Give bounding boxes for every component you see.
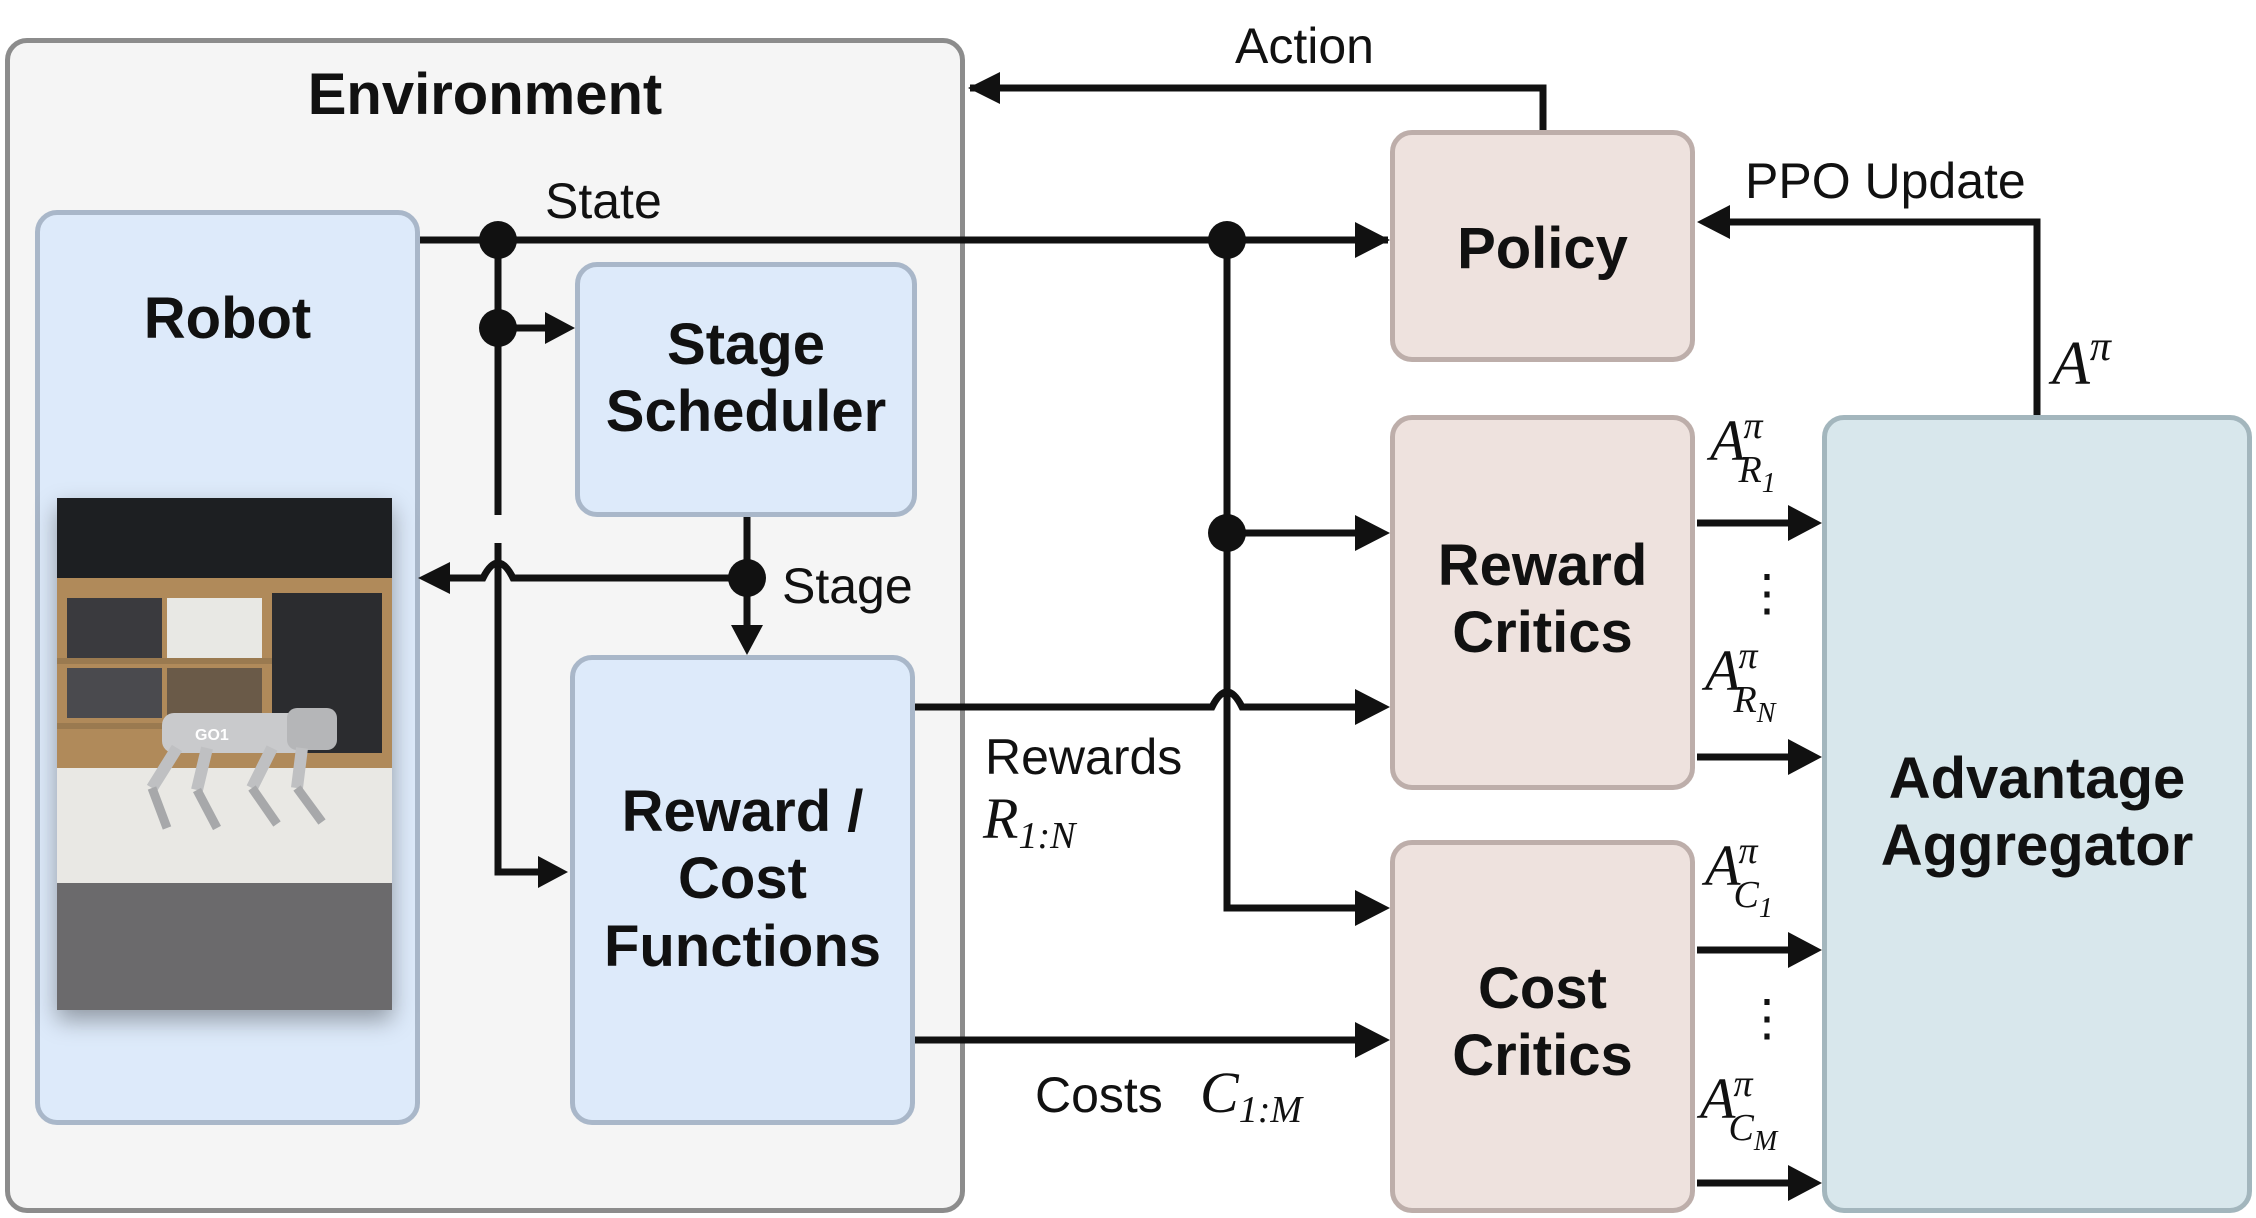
aggregator-line2: Aggregator	[1880, 813, 2194, 879]
aggregator-line1: Advantage	[1888, 746, 2186, 811]
action-label: Action	[1235, 18, 1374, 74]
stage-label: Stage	[782, 558, 913, 614]
costs-arrowhead	[1355, 1022, 1390, 1058]
ppo-update-label: PPO Update	[1745, 153, 2026, 209]
adv-c1-arrowhead	[1788, 932, 1822, 968]
costs-label: Costs	[1035, 1067, 1163, 1123]
cost-critics-line1: Cost	[1478, 956, 1607, 1021]
adv-cm-arrowhead	[1788, 1165, 1822, 1201]
scheduler-arrowhead	[545, 312, 575, 344]
rcf-line1: Reward /	[621, 779, 864, 844]
policy-box: Policy	[1390, 130, 1695, 362]
state-label: State	[545, 173, 662, 229]
stage-scheduler-line2: Scheduler	[605, 379, 887, 445]
stage-to-robot-line	[425, 559, 747, 582]
advantage-aggregator-box: Advantage Aggregator	[1822, 415, 2252, 1213]
robot-photo: GO1	[57, 498, 392, 1010]
robot-title: Robot	[143, 286, 312, 351]
reward-adv-ellipsis: ⋮	[1742, 565, 1792, 621]
environment-title: Environment	[307, 62, 663, 127]
reward-critic-junction-dot	[1208, 514, 1246, 552]
reward-critics-state-arrowhead	[1355, 515, 1390, 551]
robot-badge: GO1	[195, 727, 229, 744]
state-arrowhead	[1355, 222, 1390, 258]
adv-r1-arrowhead	[1788, 505, 1822, 541]
critic-state-junction-dot	[1208, 221, 1246, 259]
reward-critics-line1: Reward	[1437, 533, 1648, 598]
rewards-symbol: R1:N	[982, 786, 1078, 857]
rewards-arrowhead	[1355, 689, 1390, 725]
cost-adv-ellipsis: ⋮	[1742, 990, 1792, 1046]
state-to-cost-critics-line	[1223, 240, 1380, 912]
adv-rn-arrowhead	[1788, 739, 1822, 775]
cost-critics-box: Cost Critics	[1390, 840, 1695, 1213]
rewards-line	[915, 688, 1380, 711]
functions-arrowhead	[538, 856, 568, 888]
adv-total-label: Aπ	[2048, 324, 2112, 398]
rcf-line2: Cost	[678, 846, 807, 912]
policy-title: Policy	[1457, 216, 1628, 281]
reward-cost-functions-box: Reward / Cost Functions	[570, 655, 915, 1125]
stage-scheduler-box: Stage Scheduler	[575, 262, 917, 517]
stage-robot-arrowhead	[418, 562, 450, 594]
action-arrowhead	[968, 72, 1000, 104]
reward-critics-line2: Critics	[1452, 600, 1633, 666]
reward-critics-box: Reward Critics	[1390, 415, 1695, 790]
stage-scheduler-line1: Stage	[667, 312, 825, 377]
stage-down-arrowhead	[731, 625, 763, 655]
scheduler-junction-dot	[479, 309, 517, 347]
cost-critics-line2: Critics	[1452, 1023, 1633, 1089]
state-junction-dot	[479, 221, 517, 259]
ppo-arrowhead	[1697, 205, 1730, 239]
rcf-line3: Functions	[603, 913, 882, 979]
stage-junction-dot	[728, 559, 766, 597]
ppo-update-line	[1705, 218, 2041, 415]
cost-critics-state-arrowhead	[1355, 890, 1390, 926]
action-line	[970, 84, 1547, 130]
costs-symbol: C1:M	[1200, 1060, 1304, 1131]
rewards-label: Rewards	[985, 729, 1182, 785]
